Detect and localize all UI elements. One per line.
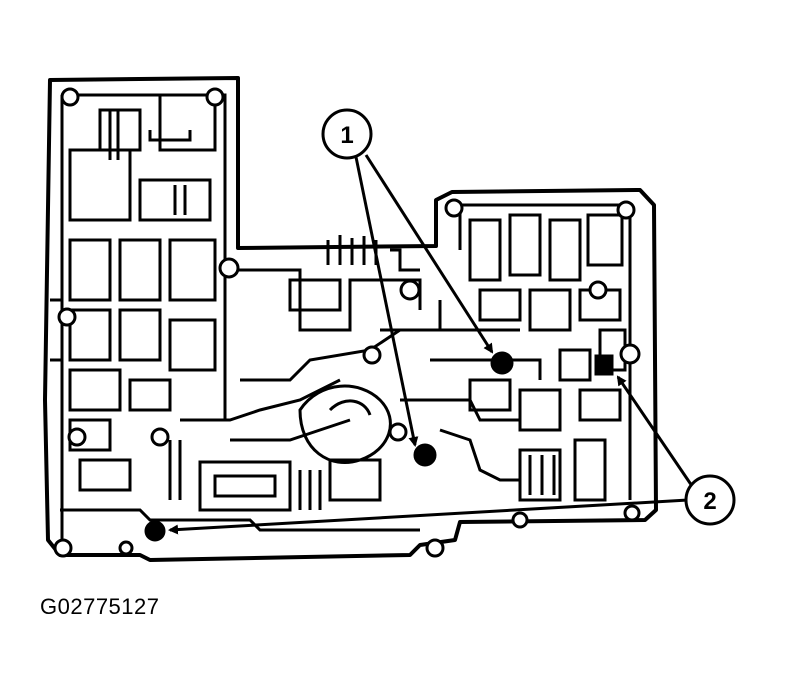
callout-label: 1 bbox=[340, 122, 353, 149]
bolt-hole bbox=[511, 511, 529, 529]
bolt-hole bbox=[362, 345, 382, 365]
bolt-hole bbox=[388, 422, 408, 442]
bolt-hole bbox=[623, 504, 641, 522]
bolt-hole bbox=[118, 540, 134, 556]
bolt-hole bbox=[619, 343, 641, 365]
bolt-holes bbox=[53, 87, 641, 558]
bolt-hole bbox=[67, 427, 87, 447]
bolt-hole bbox=[53, 538, 73, 558]
callout-circle bbox=[321, 108, 373, 160]
leader-line bbox=[168, 498, 689, 535]
bolt-hole bbox=[616, 200, 636, 220]
check-ball-1b bbox=[413, 443, 437, 467]
leader-line bbox=[364, 154, 494, 354]
bolt-hole bbox=[588, 280, 608, 300]
check-balls bbox=[144, 351, 614, 542]
figure-code: G02775127 bbox=[40, 594, 160, 619]
check-ball-1a bbox=[490, 351, 514, 375]
bolt-hole bbox=[399, 279, 421, 301]
bolt-hole bbox=[444, 198, 464, 218]
bolt-hole bbox=[60, 87, 80, 107]
check-ball-2b bbox=[144, 520, 166, 542]
bolt-hole bbox=[205, 87, 225, 107]
callout-2: 2 bbox=[168, 375, 736, 535]
bolt-hole bbox=[218, 257, 240, 279]
bolt-hole bbox=[425, 538, 445, 558]
leader-line bbox=[354, 156, 419, 447]
check-ball-2a bbox=[594, 354, 614, 376]
callout-label: 2 bbox=[703, 488, 716, 515]
bolt-hole bbox=[57, 307, 77, 327]
callout-circle bbox=[684, 474, 736, 526]
callout-1: 1 bbox=[321, 108, 494, 447]
bolt-hole bbox=[150, 427, 170, 447]
leader-line bbox=[616, 375, 694, 487]
